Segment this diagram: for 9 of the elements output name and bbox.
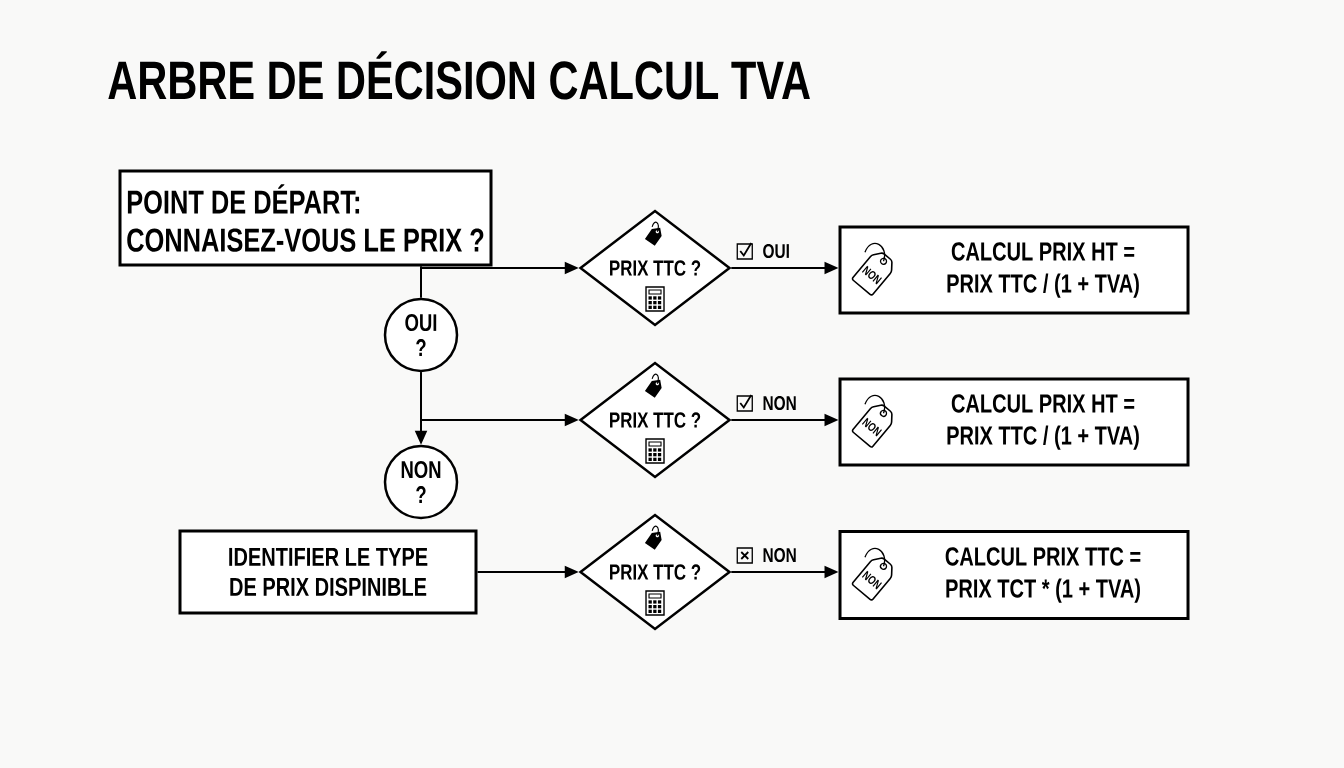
start-box: POINT DE DÉPART: CONNAISEZ-VOUS LE PRIX ? — [118, 169, 493, 267]
price-tag: NON — [851, 547, 893, 601]
process-box: IDENTIFIER LE TYPE DE PRIX DISPINIBLE — [178, 529, 478, 615]
title: ARBRE DE DÉCISION CALCUL TVA — [108, 51, 810, 100]
edge-label: OUI — [763, 243, 789, 259]
edge-label: NON — [763, 547, 796, 563]
price-tag: NON — [851, 394, 893, 448]
price-tag: NON — [851, 242, 893, 296]
edge-label: NON — [763, 395, 796, 411]
